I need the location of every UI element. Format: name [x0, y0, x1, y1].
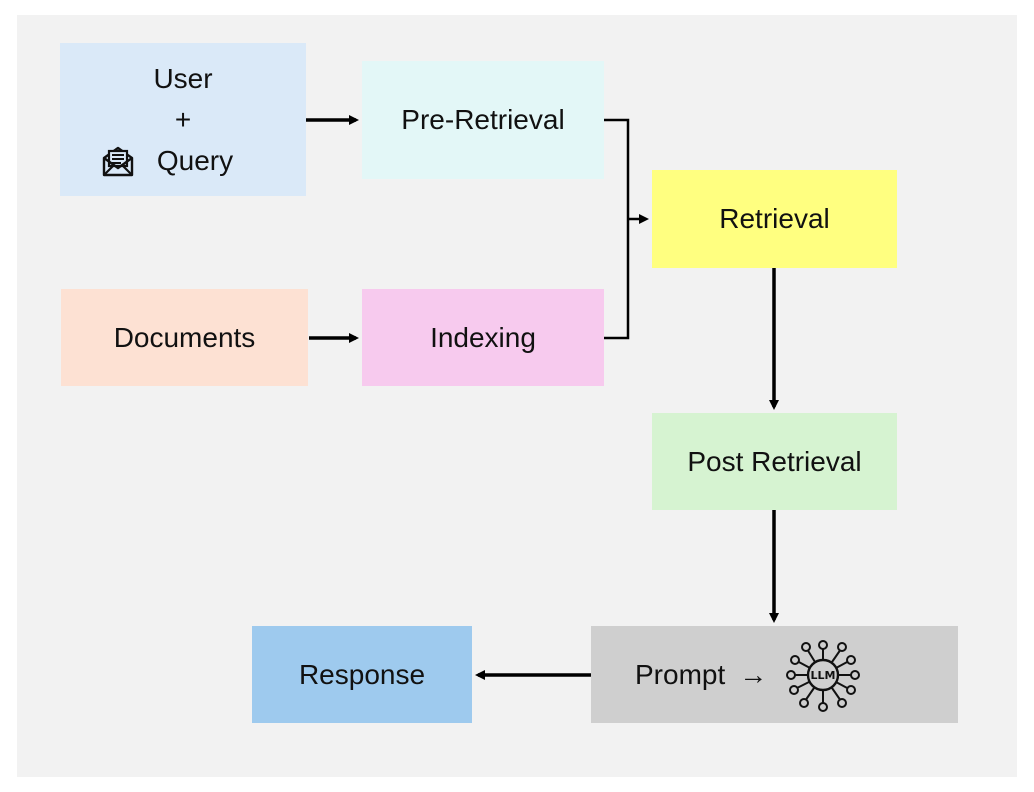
envelope-document-icon	[102, 146, 134, 176]
prompt-label: Prompt	[635, 658, 726, 690]
pre-retrieval-node: Pre-Retrieval	[362, 61, 604, 179]
documents-label: Documents	[113, 321, 256, 353]
user-query-node: User + Query	[60, 43, 306, 196]
documents-node: Documents	[61, 289, 308, 386]
post-retrieval-node: Post Retrieval	[652, 413, 897, 510]
prompt-node: Prompt →	[591, 626, 958, 723]
post-retrieval-label: Post Retrieval	[687, 445, 862, 477]
plus-label: +	[174, 104, 192, 135]
indexing-label: Indexing	[430, 321, 536, 353]
right-arrow-icon: →	[739, 658, 768, 690]
retrieval-node: Retrieval	[652, 170, 897, 268]
indexing-node: Indexing	[362, 289, 604, 386]
query-label: Query	[156, 145, 234, 176]
llm-icon-text: LLM	[811, 669, 836, 682]
user-label: User	[153, 63, 213, 94]
retrieval-label: Retrieval	[719, 203, 830, 234]
query-row: Query	[101, 140, 233, 181]
llm-network-icon: LLM	[786, 639, 861, 712]
response-label: Response	[298, 658, 426, 690]
pre-retrieval-label: Pre-Retrieval	[401, 104, 565, 135]
response-node: Response	[252, 626, 472, 723]
